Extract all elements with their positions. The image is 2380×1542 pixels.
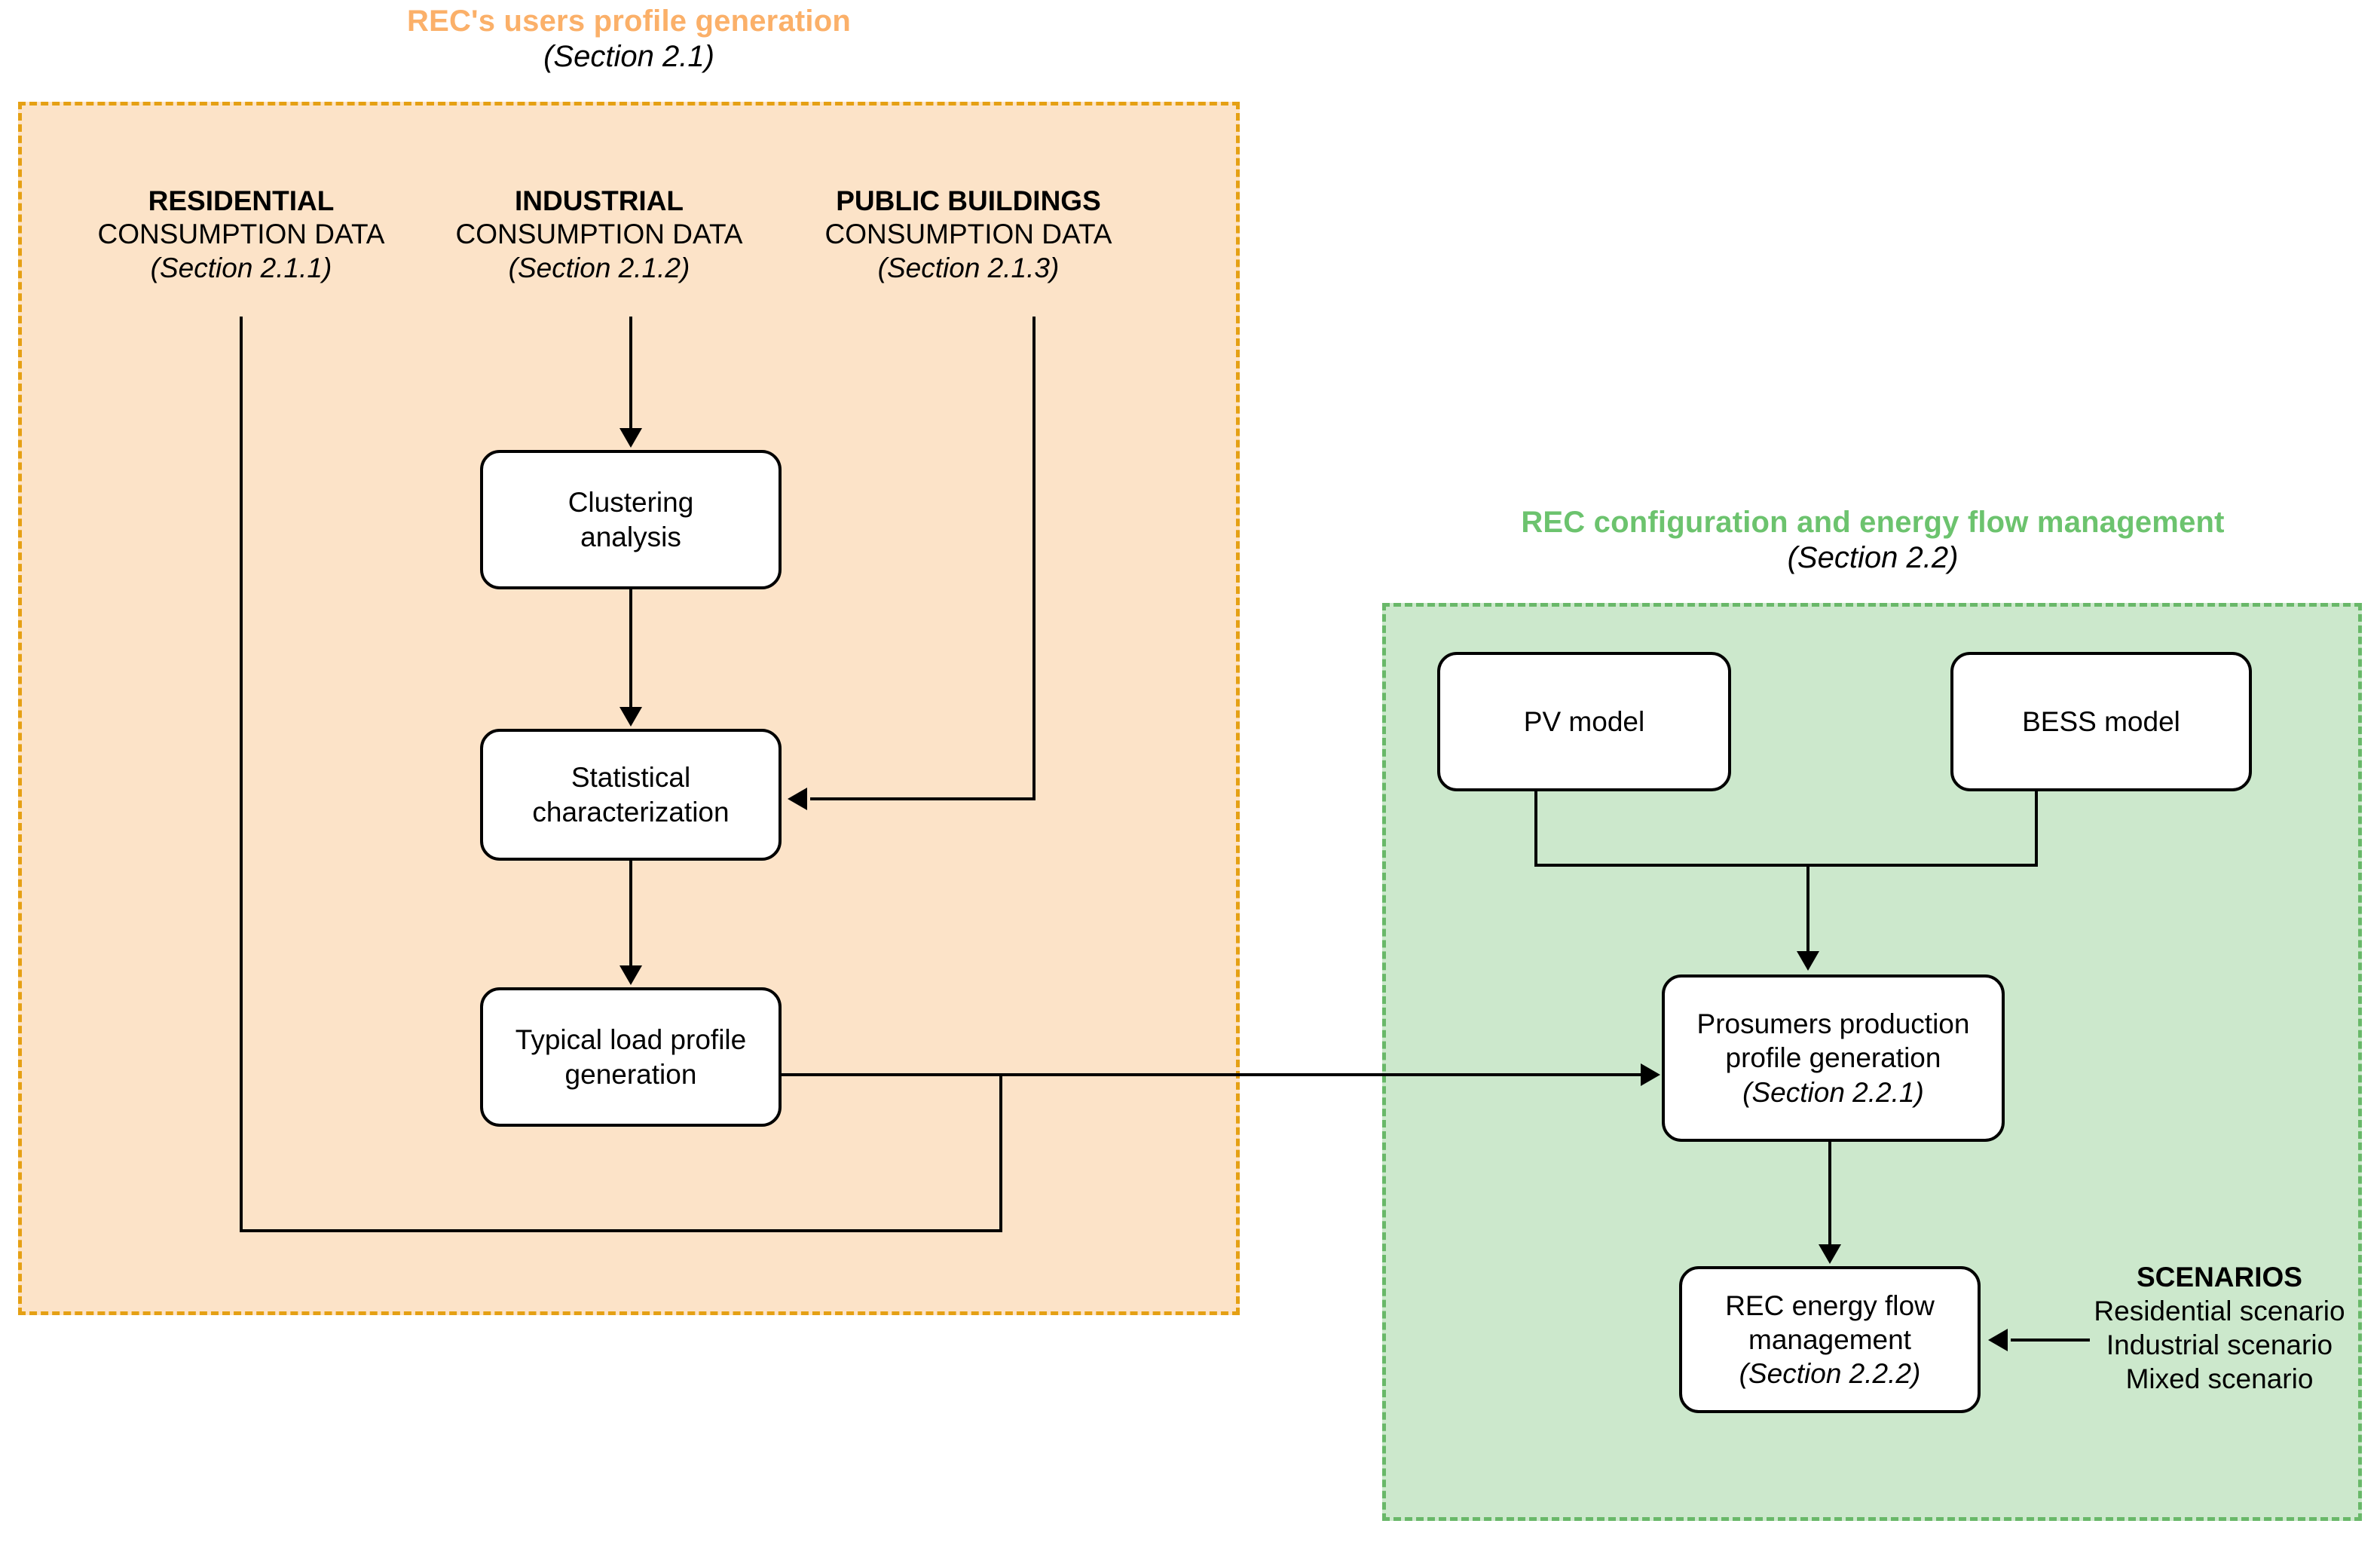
green-panel-title: REC configuration and energy flow manage… [1349, 505, 2380, 576]
box-bess-label: BESS model [2022, 705, 2180, 737]
source-residential-section: (Section 2.1.1) [150, 252, 332, 283]
source-public-section: (Section 2.1.3) [877, 252, 1060, 283]
box-prosumers-section: (Section 2.2.1) [1742, 1076, 1924, 1108]
source-industrial-line2: CONSUMPTION DATA [455, 219, 743, 250]
box-prosumers-production-profile-generation[interactable]: Prosumers production profile generation … [1662, 974, 2005, 1142]
connector-typical-to-prosumers [782, 1073, 1641, 1076]
box-statistical-line1: Statistical [571, 762, 691, 794]
box-typical-line1: Typical load profile [515, 1024, 747, 1056]
arrow-statistical-to-typical [619, 965, 642, 985]
box-recflow-line2: management [1748, 1323, 1911, 1355]
box-rec-energy-flow-management[interactable]: REC energy flow management (Section 2.2.… [1679, 1266, 1981, 1413]
arrow-industrial-to-clustering [619, 428, 642, 448]
arrow-public-to-statistical [788, 788, 807, 810]
connector-residential-vertical [240, 317, 243, 1232]
arrow-merge-to-prosumers [1797, 951, 1819, 971]
source-industrial-line1: INDUSTRIAL [514, 185, 684, 216]
arrow-typical-to-prosumers [1641, 1063, 1660, 1086]
connector-residential-riser [999, 1073, 1002, 1232]
scenarios-title: SCENARIOS [2137, 1262, 2302, 1293]
box-pv-model[interactable]: PV model [1437, 652, 1731, 791]
box-recflow-section: (Section 2.2.2) [1739, 1358, 1921, 1390]
scenario-item-mixed: Mixed scenario [2125, 1363, 2314, 1395]
box-clustering-line1: Clustering [567, 487, 694, 519]
connector-merge-to-prosumers [1806, 864, 1809, 953]
box-recflow-line1: REC energy flow [1725, 1290, 1935, 1321]
box-prosumers-line2: profile generation [1725, 1042, 1941, 1074]
green-panel-title-section: (Section 2.2) [1787, 541, 1959, 575]
scenario-item-residential: Residential scenario [2094, 1296, 2345, 1327]
arrow-scenarios-to-recflow [1988, 1329, 2008, 1351]
connector-prosumers-to-recflow [1828, 1142, 1831, 1247]
box-statistical-line2: characterization [532, 796, 730, 828]
source-label-industrial: INDUSTRIAL CONSUMPTION DATA (Section 2.1… [422, 185, 776, 285]
connector-scenarios-to-recflow [2011, 1339, 2090, 1342]
connector-clustering-to-statistical [629, 589, 632, 708]
connector-public-vertical [1032, 317, 1036, 800]
connector-industrial-vertical [629, 317, 632, 430]
box-clustering-line2: analysis [580, 521, 681, 552]
source-residential-line1: RESIDENTIAL [148, 185, 335, 216]
connector-pv-bess-merge [1534, 864, 2038, 867]
box-pv-label: PV model [1523, 705, 1645, 737]
box-clustering-analysis[interactable]: Clustering analysis [480, 450, 782, 589]
green-panel-title-main: REC configuration and energy flow manage… [1521, 506, 2225, 539]
box-prosumers-line1: Prosumers production [1696, 1008, 1970, 1040]
orange-panel-title: REC's users profile generation (Section … [18, 4, 1240, 75]
source-public-line1: PUBLIC BUILDINGS [836, 185, 1101, 216]
orange-panel-title-section: (Section 2.1) [543, 40, 714, 74]
connector-residential-horizontal [240, 1229, 1002, 1232]
arrow-clustering-to-statistical [619, 707, 642, 727]
connector-bess-down [2035, 791, 2038, 867]
orange-panel-title-main: REC's users profile generation [407, 5, 851, 38]
source-industrial-section: (Section 2.1.2) [508, 252, 690, 283]
box-typical-line2: generation [564, 1058, 697, 1090]
box-bess-model[interactable]: BESS model [1950, 652, 2252, 791]
scenarios-list: SCENARIOS Residential scenario Industria… [2057, 1260, 2380, 1397]
source-label-residential: RESIDENTIAL CONSUMPTION DATA (Section 2.… [64, 185, 418, 285]
source-public-line2: CONSUMPTION DATA [824, 219, 1112, 250]
box-statistical-characterization[interactable]: Statistical characterization [480, 729, 782, 861]
scenario-item-industrial: Industrial scenario [2106, 1329, 2333, 1361]
connector-pv-down [1534, 791, 1537, 867]
connector-statistical-to-typical [629, 861, 632, 968]
source-label-public-buildings: PUBLIC BUILDINGS CONSUMPTION DATA (Secti… [784, 185, 1153, 285]
box-typical-load-profile-generation[interactable]: Typical load profile generation [480, 987, 782, 1127]
source-residential-line2: CONSUMPTION DATA [97, 219, 385, 250]
arrow-prosumers-to-recflow [1819, 1244, 1841, 1264]
connector-public-horizontal [810, 797, 1036, 800]
